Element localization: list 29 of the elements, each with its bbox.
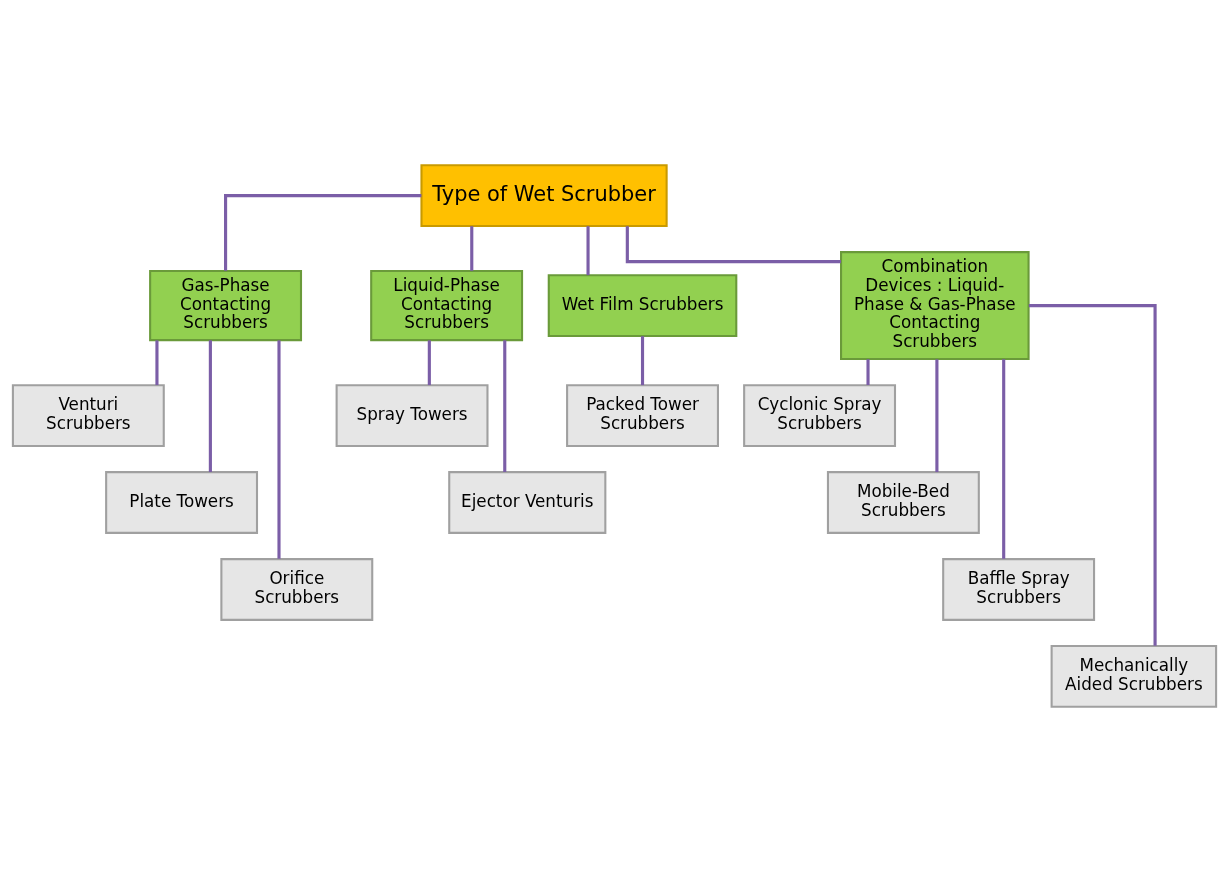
connector [935,359,939,473]
node-box: Packed Tower Scrubbers [566,384,719,447]
node-box: Gas-Phase Contacting Scrubbers [149,269,303,342]
connector [470,226,474,271]
node-box: Combination Devices : Liquid-Phase & Gas-Phase Contacting Scrubbers [840,251,1030,361]
node-box: Spray Towers [335,384,489,447]
connector [1028,304,1157,646]
node-box: Mobile-Bed Scrubbers [826,471,980,534]
node-box: Mechanically Aided Scrubbers [1050,645,1218,708]
connector [155,340,159,386]
connector [503,340,507,472]
node-box: Orifice Scrubbers [220,558,374,621]
node-box: Baffle Spray Scrubbers [942,558,1096,621]
node-box: Venturi Scrubbers [11,384,165,447]
node-box: Plate Towers [105,471,259,534]
connector [427,340,431,386]
connector [277,340,281,559]
node-box: Cyclonic Spray Scrubbers [743,384,897,447]
node-box: Wet Film Scrubbers [547,274,738,337]
node-box: Liquid-Phase Contacting Scrubbers [370,269,524,342]
connector [586,226,590,276]
connector [224,194,422,271]
node-box: Type of Wet Scrubber [420,164,668,227]
connector [866,359,870,385]
connector [1002,359,1006,559]
node-box: Ejector Venturis [448,471,607,534]
connector [208,340,212,472]
connector [625,226,841,264]
connector [640,336,645,386]
